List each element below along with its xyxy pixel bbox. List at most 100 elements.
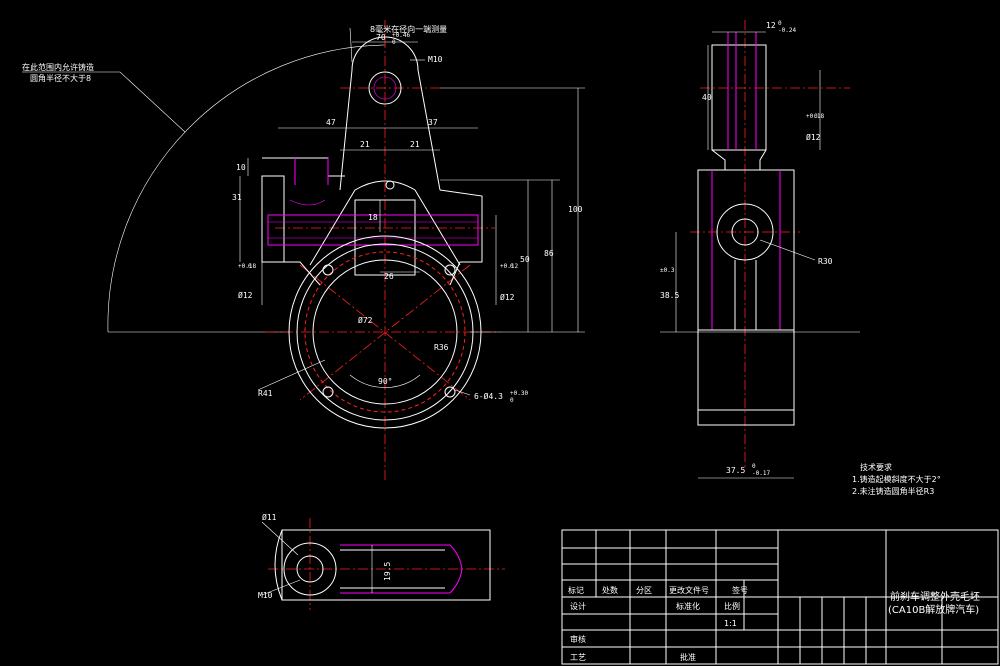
side-dim-12: 12 [766,21,776,30]
tech-line-1: 1.铸造起模斜度不大于2° [852,474,941,484]
left-boss-top [262,157,345,177]
label-m10: M10 [428,55,443,64]
top-note: 8毫米在径向一端测量 [370,24,447,34]
side-view: 12 0 -0.24 40 Ø12 +0.18 0 R30 38.5 ±0.3 … [660,20,860,479]
side-boss-outer [716,203,774,261]
dim-d12-center-tol-up: +0.12 [500,263,518,270]
bottom-left-round [274,529,283,601]
dim-top-width-tol-low: 0 [392,39,396,46]
side-dim-d12: Ø12 [806,132,821,142]
left-boss-fillet [284,261,321,286]
side-dim-12-tol-low: -0.24 [778,27,796,34]
label-r30: R30 [818,257,833,266]
drawing-title-1: 前刹车调整外壳毛坯 [890,590,980,603]
dim-d12-left-tol-low: 0 [248,263,252,270]
dim-19-5: 19.5 [383,562,392,581]
dim-21b: 21 [410,140,420,149]
top-note-leader [349,27,353,63]
bottom-boss-inner [296,555,324,583]
dim-100: 100 [568,205,583,214]
note-leader [22,71,186,133]
r41-leader [257,359,326,391]
small-hole-top [385,180,395,190]
label-r36: R36 [434,343,449,352]
m10-hole [368,71,402,105]
side-flange-bottom [697,409,795,426]
tb-biaoji: 标记 [568,585,584,595]
tb-bili: 比例 [724,601,740,611]
tb-qianming: 签号 [732,585,748,595]
d11-leader [261,521,299,556]
dim-d12-center-tol-low: 0 [510,263,514,270]
dim-47: 47 [326,118,336,127]
dim-10: 10 [236,163,246,172]
center-slot [354,199,416,276]
side-dim-12-tol-up: 0 [778,20,782,27]
side-dim-38-5: 38.5 [660,291,679,300]
label-holes: 6-Ø4.3 [474,391,503,401]
bottom-view: Ø11 M10 19.5 [258,512,505,610]
right-boss [439,189,483,286]
side-boss-inner [731,218,759,246]
arm-web [309,180,461,266]
r30-leader [759,239,816,261]
dim-top-width: 70 [376,33,386,42]
dim-26: 26 [384,272,394,281]
bottom-arm-hidden [340,544,463,594]
spring-note-1: 在此范围内允许铸造 [22,62,94,72]
dim-86: 86 [544,249,554,258]
tb-scale: 1:1 [724,619,737,628]
spring-note-2: 圆角半径不大于8 [30,73,91,83]
bottom-outline [281,529,491,601]
tech-heading: 技术要求 [860,462,892,472]
dim-31: 31 [232,193,242,202]
side-dim-d12-tol-low: 0 [814,113,818,120]
side-dim-40: 40 [702,93,712,102]
label-d72: Ø72 [358,315,373,325]
side-dim-37-5-tol-up: 0 [752,463,756,470]
casting-range-arc [107,44,386,333]
title-block: 前刹车调整外壳毛坯 (CA10B解放牌汽车) 标记 处数 分区 更改文件号 签号… [561,529,999,665]
housing-inner [312,259,458,405]
label-m10-bottom: M10 [258,591,273,600]
left-boss [261,175,285,263]
bolt-hole-2 [444,264,456,276]
bolt-hole-4 [444,386,456,398]
bolt-circle [304,251,466,413]
label-d11: Ø11 [262,512,277,522]
m10-thread [373,76,397,100]
dim-d12-left-tol-up: +0.18 [238,263,256,270]
side-dim-37-5-tol-low: -0.17 [752,470,770,477]
side-dim-38-5-tol: ±0.3 [660,267,675,274]
tb-gongyi: 工艺 [570,653,586,662]
tb-sheji: 设计 [570,601,586,611]
m10-bottom-leader [261,579,301,596]
dim-18: 18 [368,213,378,222]
side-neck [711,149,767,170]
label-holes-tol-up: +0.30 [510,390,528,397]
label-90deg: 90° [378,377,392,386]
tb-biaozhunhua: 标准化 [676,601,700,611]
dim-50: 50 [520,255,530,264]
bottom-arm-lines [340,549,445,589]
bolt-hole-3 [322,386,334,398]
tb-genggai: 更改文件号 [669,585,709,595]
side-top-lug [711,44,767,151]
label-holes-tol-low: 0 [510,397,514,404]
dim-d12-left: Ø12 [238,290,253,300]
side-dim-d12-tol-up: +0.18 [806,113,824,120]
front-view: 在此范围内允许铸造 圆角半径不大于8 8毫米在径向一端测量 70 +0.46 0… [22,20,585,480]
wave-mark [289,199,326,206]
bolt-hole-1 [322,264,334,276]
bottom-boss-outer [283,542,337,596]
tb-shenhe: 审核 [570,634,586,644]
dim-21a: 21 [360,140,370,149]
label-r41: R41 [258,389,273,398]
tb-pizhun: 批准 [680,652,696,662]
tb-fenqu: 分区 [636,586,652,595]
angle-arc [349,374,421,388]
dim-d12-center: Ø12 [500,292,515,302]
dim-top-width-tol-up: +0.46 [392,32,410,39]
